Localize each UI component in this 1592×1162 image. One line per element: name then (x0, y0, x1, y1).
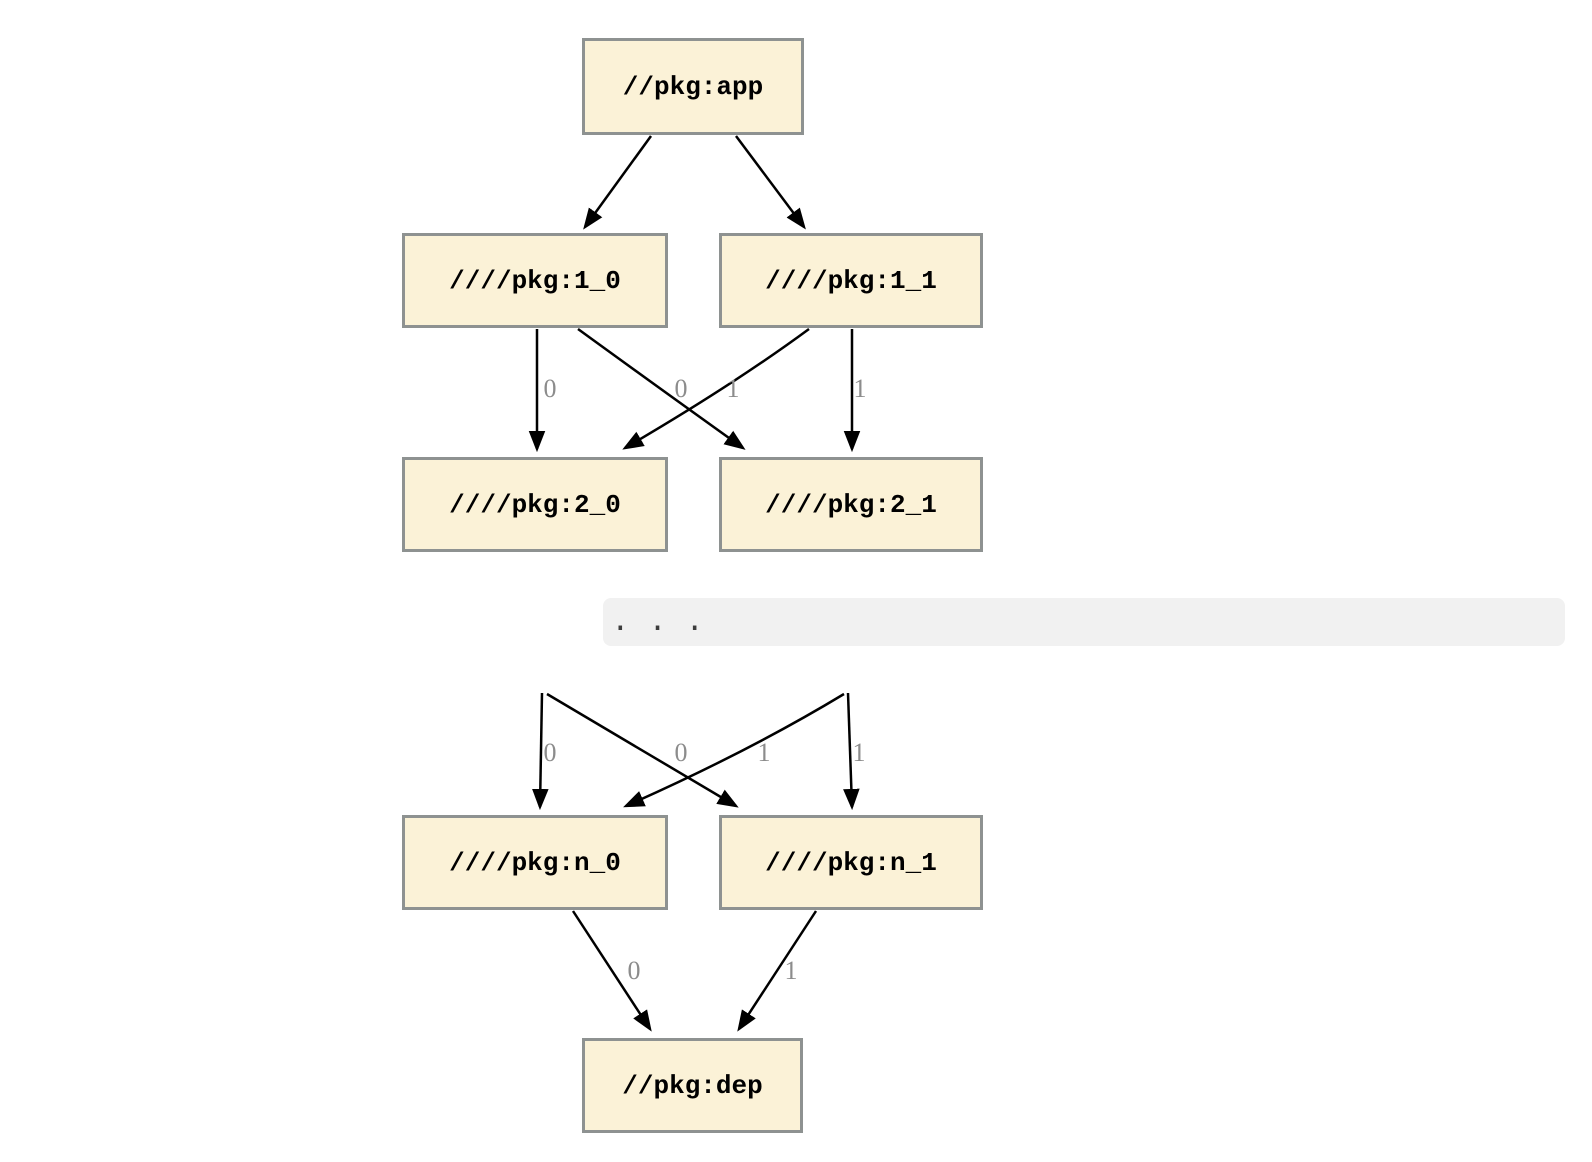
edge-label-n-1-to-dep: 1 (784, 956, 798, 985)
edge-prev-to-n-0-cross (623, 692, 845, 808)
edge-label-1-1-to-2-1: 1 (853, 374, 867, 403)
edge-label-prev-to-n-0-straight: 0 (543, 738, 557, 767)
edge-1-1-to-2-0 (622, 327, 810, 450)
node-pkg-dep: //pkg:dep (582, 1038, 803, 1133)
edge-prev-to-n-0-straight (532, 692, 549, 811)
ellipsis-bar: . . . (603, 598, 1565, 646)
edge-label-1-0-to-2-1: 0 (674, 374, 688, 403)
edge-label-prev-to-n-0-cross: 1 (757, 738, 771, 767)
node-pkg-1-1: ////pkg:1_1 (719, 233, 983, 328)
node-pkg-n-1: ////pkg:n_1 (719, 815, 983, 910)
edge-label-prev-to-n-1-straight: 1 (852, 738, 866, 767)
edge-prev-to-n-1-straight (843, 692, 860, 811)
node-pkg-n-0: ////pkg:n_0 (402, 815, 668, 910)
node-pkg-2-0: ////pkg:2_0 (402, 457, 668, 552)
edge-app-to-1-0 (583, 135, 653, 230)
edge-label-1-1-to-2-0: 1 (726, 374, 740, 403)
edge-prev-to-n-1-cross (546, 692, 739, 808)
edge-n-1-to-dep (737, 910, 818, 1032)
node-pkg-2-1: ////pkg:2_1 (719, 457, 983, 552)
edge-label-1-0-to-2-0: 0 (543, 374, 557, 403)
edge-app-to-1-1 (734, 135, 806, 230)
node-pkg-app: //pkg:app (582, 38, 804, 135)
node-pkg-1-0: ////pkg:1_0 (402, 233, 668, 328)
ellipsis-text: . . . (611, 604, 705, 640)
edge-1-0-to-2-1 (577, 327, 746, 450)
edge-label-prev-to-n-1-cross: 0 (674, 738, 688, 767)
edge-label-n-0-to-dep: 0 (627, 956, 641, 985)
